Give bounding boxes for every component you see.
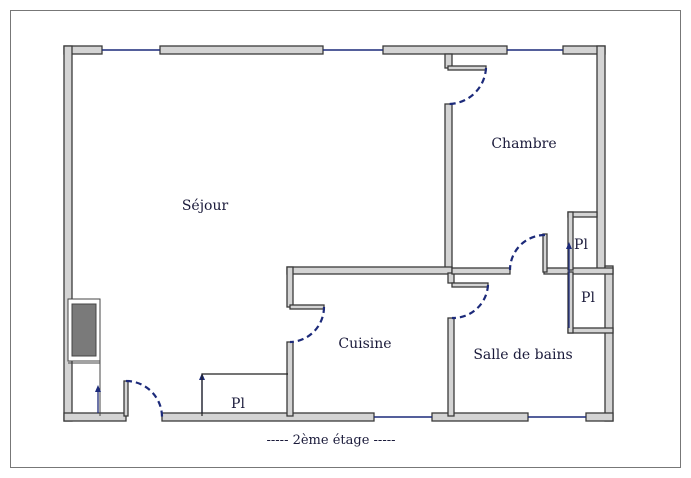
door-arc-chambre-sdb bbox=[508, 233, 546, 271]
wall-bottom-4 bbox=[585, 412, 614, 422]
door-stub-chambre-sdb bbox=[542, 233, 548, 273]
walls bbox=[63, 45, 614, 422]
wall-cuisine-left-bottom bbox=[286, 341, 294, 417]
door-stub-sdb bbox=[451, 282, 489, 288]
door-jamb-entry bbox=[123, 380, 129, 417]
arrow-sdb-head bbox=[566, 242, 572, 249]
room-label-placard-sejour: Pl bbox=[231, 396, 245, 412]
room-label-sejour: Séjour bbox=[182, 198, 229, 214]
plan-frame bbox=[10, 10, 681, 468]
wall-placard-sdb-left bbox=[567, 271, 574, 334]
wall-placard-sdb-bottom bbox=[567, 327, 614, 334]
room-label-placard-chambre: Pl bbox=[574, 237, 588, 253]
door-arc-chambre bbox=[448, 67, 488, 106]
wall-cuisine-sdb-top bbox=[447, 272, 455, 284]
door-arc-cuisine bbox=[289, 306, 326, 344]
arrow-entry-head bbox=[95, 385, 101, 392]
wall-chambre-sdb-left bbox=[451, 267, 511, 275]
placard-sejour-outline bbox=[201, 373, 288, 416]
room-label-placard-sdb: Pl bbox=[581, 290, 595, 306]
wall-bottom-2 bbox=[161, 412, 375, 422]
wall-placard-chambre-left bbox=[567, 211, 574, 271]
wall-right-lower bbox=[604, 265, 614, 422]
door-arc-entry bbox=[125, 379, 164, 418]
wall-cuisine-top bbox=[286, 266, 453, 275]
wall-cuisine-sdb bbox=[447, 317, 455, 417]
wall-top-2 bbox=[159, 45, 324, 55]
wall-bottom-1 bbox=[63, 412, 127, 422]
wall-cuisine-left-top bbox=[286, 266, 294, 308]
door-stub-chambre bbox=[447, 65, 487, 71]
room-label-chambre: Chambre bbox=[491, 136, 556, 152]
floor-caption: ----- 2ème étage ----- bbox=[267, 433, 396, 448]
wall-bottom-3 bbox=[431, 412, 529, 422]
wall-left bbox=[63, 45, 73, 422]
doors bbox=[125, 67, 546, 418]
wall-top-3 bbox=[382, 45, 508, 55]
fireplace bbox=[71, 303, 97, 357]
wall-sejour-chambre bbox=[444, 103, 453, 270]
door-stub-cuisine bbox=[289, 304, 325, 310]
wall-right-upper bbox=[596, 45, 606, 273]
room-label-salle-de-bains: Salle de bains bbox=[473, 347, 572, 363]
windows bbox=[102, 49, 586, 418]
wall-chambre-sdb-right bbox=[543, 267, 614, 275]
door-arc-sdb bbox=[451, 284, 490, 320]
room-label-cuisine: Cuisine bbox=[338, 336, 391, 352]
